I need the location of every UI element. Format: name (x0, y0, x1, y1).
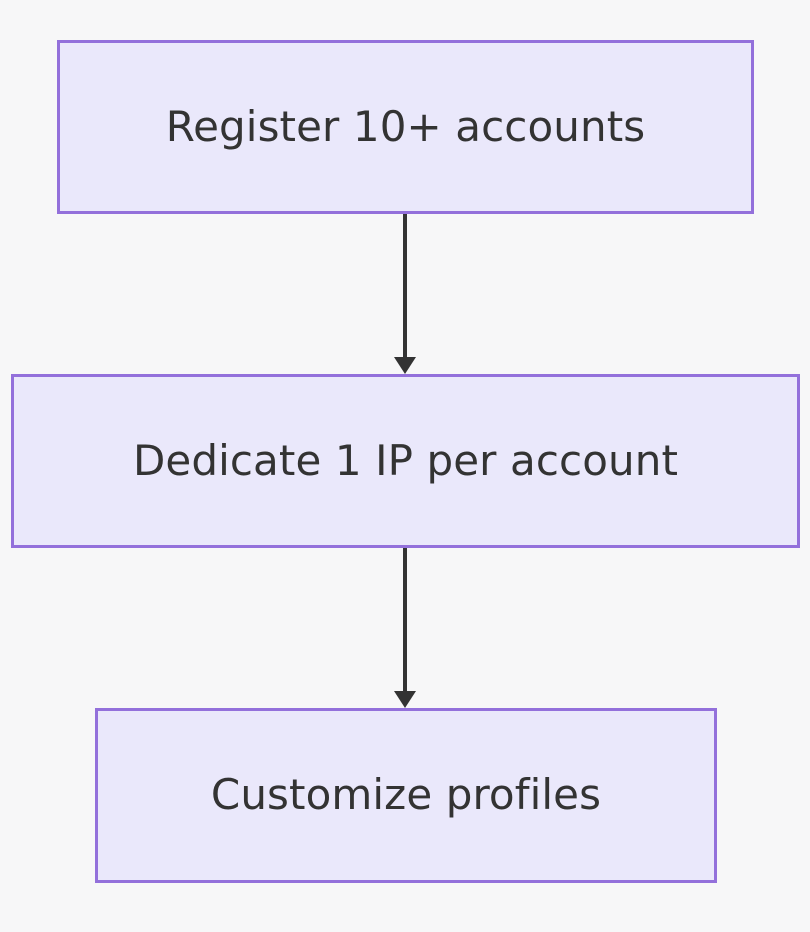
flowchart-node-label-dedicate: Dedicate 1 IP per account (132, 435, 679, 485)
arrowhead-icon-dedicate-to-customize (394, 691, 416, 708)
flowchart-node-register[interactable]: Register 10+ accounts (57, 40, 754, 214)
flowchart-node-customize[interactable]: Customize profiles (95, 708, 717, 883)
edge-register-to-dedicate (394, 214, 416, 374)
flowchart-node-label-register: Register 10+ accounts (165, 101, 646, 151)
flowchart-node-label-customize: Customize profiles (210, 770, 602, 820)
arrowhead-icon-register-to-dedicate (394, 357, 416, 374)
edge-dedicate-to-customize (394, 548, 416, 708)
flowchart-node-dedicate[interactable]: Dedicate 1 IP per account (11, 374, 800, 548)
